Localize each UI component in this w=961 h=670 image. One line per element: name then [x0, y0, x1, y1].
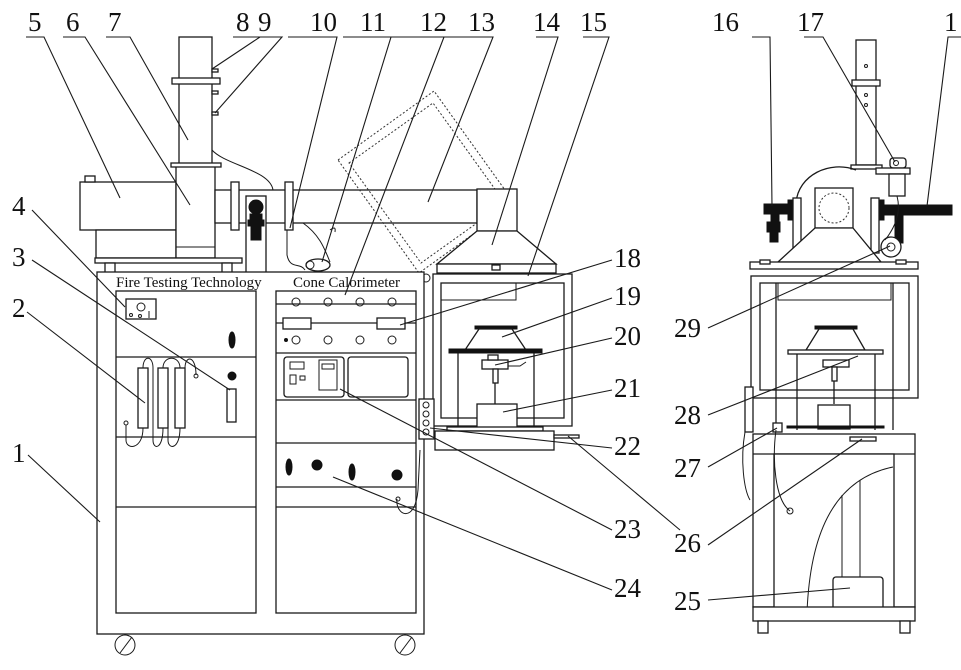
callout-16: 16: [712, 7, 739, 37]
main-cabinet: [96, 271, 425, 656]
callout-9: 9: [258, 7, 272, 37]
callout-15: 15: [580, 7, 607, 37]
front-view: Fire Testing Technology Cone Calorimeter: [79, 36, 580, 656]
callout-25: 25: [674, 586, 701, 616]
callout-6: 6: [66, 7, 80, 37]
panel-label-cone-calorimeter: Cone Calorimeter: [293, 275, 400, 291]
flow-meter: [226, 388, 237, 423]
callout-21: 21: [614, 373, 641, 403]
callout-5: 5: [28, 7, 42, 37]
gas-analyzer: [283, 356, 345, 398]
callout-8: 8: [236, 7, 250, 37]
callout-24: 24: [614, 573, 642, 603]
callout-10: 10: [310, 7, 337, 37]
display-left: [282, 317, 312, 330]
callout-28: 28: [674, 400, 701, 430]
callout-29: 29: [674, 313, 701, 343]
callout-27: 27: [674, 453, 701, 483]
callout-4: 4: [12, 191, 26, 221]
exhaust-stack: [170, 36, 274, 191]
side-view: [742, 39, 953, 634]
callout-13: 13: [468, 7, 495, 37]
control-knobs: [284, 297, 397, 345]
callout-7: 7: [108, 7, 122, 37]
callout-2: 2: [12, 293, 26, 323]
callout-20: 20: [614, 321, 641, 351]
callout-1-right: 1: [944, 7, 958, 37]
display-right: [376, 317, 406, 330]
callout-23: 23: [614, 514, 641, 544]
blower-motor: [79, 175, 177, 259]
callout-3: 3: [12, 242, 26, 272]
callout-11: 11: [360, 7, 386, 37]
fan-housing: [175, 165, 216, 259]
callout-22: 22: [614, 431, 641, 461]
test-chamber: [421, 273, 580, 451]
callout-18: 18: [614, 243, 641, 273]
callout-19: 19: [614, 281, 641, 311]
callout-26: 26: [674, 528, 701, 558]
leader-lines: [26, 36, 961, 601]
callout-1: 1: [12, 438, 26, 468]
callout-14: 14: [533, 7, 561, 37]
callout-17: 17: [797, 7, 824, 37]
callout-12: 12: [420, 7, 447, 37]
callout-labels: 5 6 7 8 9 10 11 12 13 14 15 16 17 1 4 3 …: [12, 7, 958, 616]
exhaust-hood: [435, 188, 558, 274]
panel-label-fire-testing: Fire Testing Technology: [116, 275, 262, 291]
